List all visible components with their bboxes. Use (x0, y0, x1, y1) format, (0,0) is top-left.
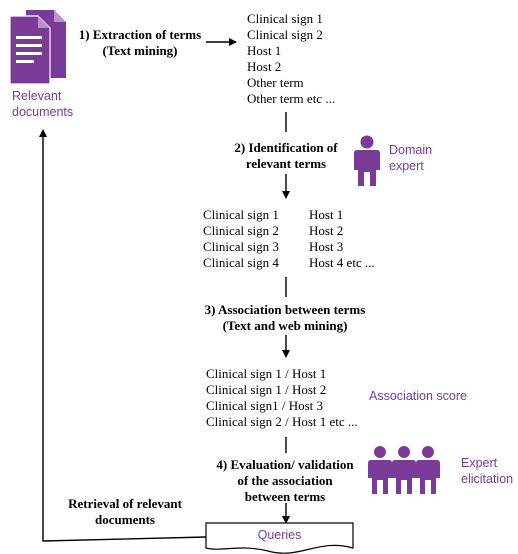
expert-elicitation-line-2: elicitation (461, 472, 514, 486)
step-2-line-2: relevant terms (245, 156, 327, 171)
list-item: Host 3 (309, 239, 344, 254)
association-score-label: Association score (369, 389, 467, 403)
documents-label-line-2: documents (12, 105, 74, 119)
expert-elicitation-label: Expert elicitation (461, 455, 513, 487)
person-group-icon (368, 446, 440, 494)
step-4-line-1: 4) Evaluation/ validation (216, 457, 354, 472)
step-3-line-2: (Text and web mining) (222, 318, 348, 333)
list-item: Clinical sign 1 (247, 11, 323, 26)
list-item: Host 1 (247, 43, 282, 58)
list-item: Host 4 etc ... (309, 255, 375, 270)
extracted-terms-list: Clinical sign 1 Clinical sign 2 Host 1 H… (247, 11, 335, 107)
document-stack-icon (9, 10, 66, 85)
queries-document-shape (205, 522, 354, 554)
relevant-hosts-list: Host 1 Host 2 Host 3 Host 4 etc ... (309, 207, 375, 271)
step-4-line-3: between terms (244, 489, 326, 504)
domain-expert-label: Domain expert (389, 142, 432, 174)
list-item: Clinical sign1 / Host 3 (206, 398, 323, 413)
step-1-label: 1) Extraction of terms (Text mining) (72, 27, 208, 59)
arrow-queries-to-documents (39, 129, 207, 542)
step-1-line-2: (Text mining) (102, 43, 178, 58)
list-item: Clinical sign 2 / Host 1 etc ... (206, 414, 358, 429)
queries-label: Queries (257, 528, 302, 542)
domain-expert-line-1: Domain (389, 143, 433, 157)
retrieval-line-1: Retrieval of relevant (68, 496, 182, 511)
relevant-signs-list: Clinical sign 1 Clinical sign 2 Clinical… (203, 207, 279, 271)
step-4-line-2: of the association (237, 473, 333, 488)
step-2-line-1: 2) Identification of (234, 140, 338, 155)
documents-label: Relevant documents (12, 88, 73, 120)
list-item: Clinical sign 3 (203, 239, 279, 254)
list-item: Clinical sign 1 / Host 1 (206, 366, 327, 381)
step-1-line-1: 1) Extraction of terms (78, 27, 202, 42)
list-item: Clinical sign 2 (203, 223, 279, 238)
list-item: Host 2 (309, 223, 344, 238)
list-item: Clinical sign 2 (247, 27, 323, 42)
list-item: Clinical sign 1 (203, 207, 279, 222)
retrieval-label: Retrieval of relevant documents (52, 496, 198, 528)
list-item: Clinical sign 4 (203, 255, 279, 270)
domain-expert-line-2: expert (389, 159, 424, 173)
retrieval-line-2: documents (95, 512, 155, 527)
list-item: Other term (247, 75, 304, 90)
list-item: Host 1 (309, 207, 344, 222)
step-3-line-1: 3) Association between terms (204, 302, 366, 317)
step-2-label: 2) Identification of relevant terms (216, 140, 356, 172)
expert-elicitation-line-1: Expert (461, 456, 498, 470)
step-4-label: 4) Evaluation/ validation of the associa… (200, 457, 370, 505)
list-item: Other term etc ... (247, 91, 336, 106)
person-icon (354, 135, 380, 186)
documents-label-line-1: Relevant (12, 89, 62, 103)
list-item: Clinical sign 1 / Host 2 (206, 382, 327, 397)
associations-list: Clinical sign 1 / Host 1 Clinical sign 1… (206, 366, 358, 430)
step-3-label: 3) Association between terms (Text and w… (190, 302, 380, 334)
list-item: Host 2 (247, 59, 282, 74)
